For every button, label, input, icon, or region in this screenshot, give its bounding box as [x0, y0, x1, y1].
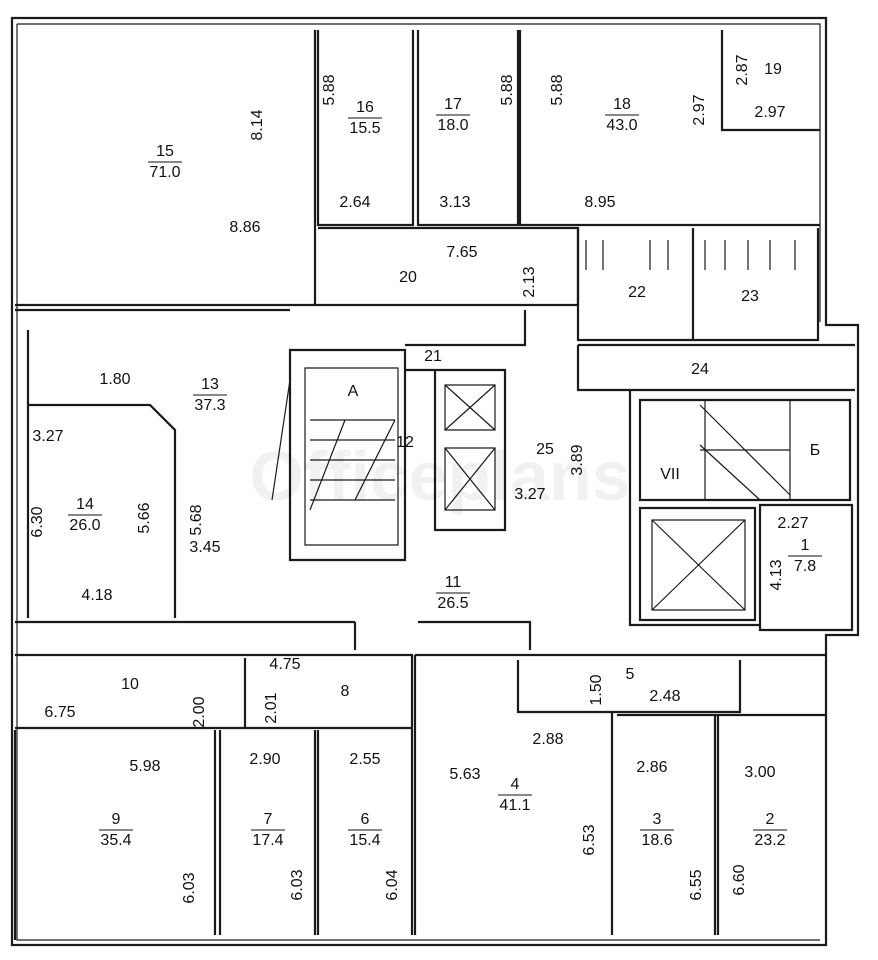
- room-dimension: 2.48: [649, 688, 680, 705]
- room-dimension: 2.86: [636, 759, 667, 776]
- room-dimension: 3.13: [439, 194, 470, 211]
- room-dimension: 3.89: [569, 444, 586, 475]
- room-number: 11: [445, 574, 462, 591]
- room-area: 43.0: [606, 117, 637, 134]
- room-dimension: 6.75: [44, 704, 75, 721]
- room-number: 25: [536, 441, 554, 458]
- room-area: 17.4: [252, 832, 283, 849]
- room-dimension: 2.01: [263, 692, 280, 723]
- room-dimension: 2.55: [349, 751, 380, 768]
- room-area: 41.1: [499, 797, 530, 814]
- room-dimension: 8.95: [584, 194, 615, 211]
- room-dimension: 2.27: [777, 515, 808, 532]
- room-dimension: 1.50: [588, 674, 605, 705]
- room-dimension: 6.03: [181, 872, 198, 903]
- room-area: 23.2: [754, 832, 785, 849]
- room-number: 10: [121, 676, 139, 693]
- room-number: 13: [201, 376, 219, 393]
- room-number: 2: [766, 811, 775, 828]
- room-area: 15.4: [349, 832, 380, 849]
- walls: [10, 16, 860, 947]
- room-number: 16: [356, 99, 374, 116]
- room-area: 15.5: [349, 120, 380, 137]
- room-number: 4: [511, 776, 520, 793]
- room-number: 20: [399, 269, 417, 286]
- room-number: 24: [691, 361, 709, 378]
- room-dimension: 6.03: [289, 869, 306, 900]
- room-area: 71.0: [149, 164, 180, 181]
- watermark: Officeplans: [249, 437, 630, 515]
- room-area: 7.8: [794, 558, 816, 575]
- room-number: 22: [628, 284, 646, 301]
- room-dimension: 5.98: [129, 758, 160, 775]
- room-number: 6: [361, 811, 370, 828]
- room-dimension: 4.13: [768, 559, 785, 590]
- room-dimension: 5.63: [449, 766, 480, 783]
- room-dimension: 2.87: [734, 54, 751, 85]
- room-dimension: 5.88: [321, 74, 338, 105]
- room-dimension: 5.68: [188, 504, 205, 535]
- room-number: 12: [396, 434, 414, 451]
- room-area: 26.0: [69, 517, 100, 534]
- room-dimension: 2.88: [532, 731, 563, 748]
- room-area: 18.6: [641, 832, 672, 849]
- room-number: 1: [801, 537, 810, 554]
- room-number: 8: [341, 683, 350, 700]
- room-area: 18.0: [437, 117, 468, 134]
- room-dimension: 2.64: [339, 194, 370, 211]
- room-dimension: 5.66: [136, 502, 153, 533]
- room-dimension: 3.27: [32, 428, 63, 445]
- room-area: 37.3: [194, 397, 225, 414]
- room-dimension: 4.18: [81, 587, 112, 604]
- room-number: VII: [660, 466, 680, 483]
- room-number: 14: [76, 496, 94, 513]
- room-number: 9: [112, 811, 121, 828]
- room-number: 23: [741, 288, 759, 305]
- room-dimension: 6.55: [688, 869, 705, 900]
- room-dimension: 7.65: [446, 244, 477, 261]
- room-number: 7: [264, 811, 273, 828]
- room-number: A: [348, 383, 359, 400]
- room-area: 26.5: [437, 595, 468, 612]
- room-dimension: 3.00: [744, 764, 775, 781]
- room-dimension: 6.60: [731, 864, 748, 895]
- room-dimension: 3.45: [189, 539, 220, 556]
- room-dimension: 5.88: [549, 74, 566, 105]
- room-dimension: 4.75: [269, 656, 300, 673]
- room-labels: 1571.08.148.861615.55.882.641718.05.883.…: [29, 54, 822, 904]
- room-dimension: 2.13: [521, 266, 538, 297]
- room-number: 18: [613, 96, 631, 113]
- room-number: 17: [444, 96, 462, 113]
- room-dimension: 2.97: [754, 104, 785, 121]
- room-number: 3: [653, 811, 662, 828]
- room-number: 15: [156, 143, 174, 160]
- room-area: 35.4: [100, 832, 131, 849]
- room-dimension: 6.04: [384, 869, 401, 900]
- room-dimension: 6.30: [29, 506, 46, 537]
- room-dimension: 1.80: [99, 371, 130, 388]
- room-number: 19: [764, 61, 782, 78]
- room-number: Б: [810, 442, 821, 459]
- room-dimension: 8.14: [249, 109, 266, 140]
- room-dimension: 2.00: [191, 696, 208, 727]
- room-dimension: 6.53: [581, 824, 598, 855]
- room-dimension: 3.27: [514, 486, 545, 503]
- room-dimension: 2.97: [691, 94, 708, 125]
- room-number: 21: [424, 348, 442, 365]
- room-number: 5: [626, 666, 635, 683]
- room-dimension: 8.86: [229, 219, 260, 236]
- room-dimension: 5.88: [499, 74, 516, 105]
- room-dimension: 2.90: [249, 751, 280, 768]
